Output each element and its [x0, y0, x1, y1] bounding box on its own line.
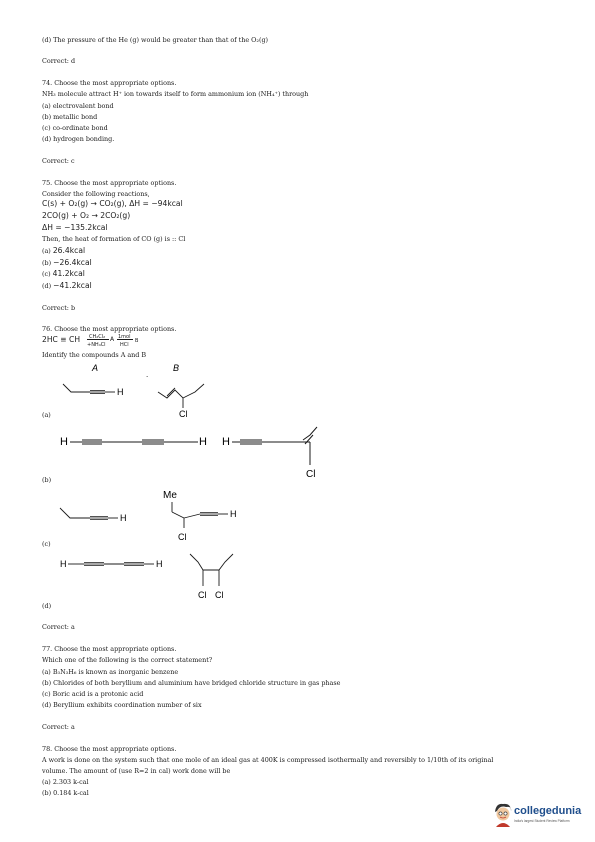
svg-text:Cl: Cl — [306, 469, 315, 480]
q74-option-c: (c) co-ordinate bond — [42, 124, 108, 132]
svg-text:H: H — [199, 436, 207, 448]
label-A: A — [91, 363, 98, 373]
label-B: B — [173, 363, 179, 373]
q74-option-d: (d) hydrogen bonding. — [42, 135, 115, 143]
q73-option-d: (d) The pressure of the He (g) would be … — [42, 36, 269, 44]
q78-line-2: volume. The amount of (use R=2 in cal) w… — [42, 767, 231, 775]
svg-text:H: H — [230, 509, 237, 519]
option-c-label: (c) — [42, 540, 51, 548]
q78-header: 78. Choose the most appropriate options. — [42, 745, 177, 753]
option-a-label: (a) — [42, 411, 51, 419]
q78-option-b: (b) 0.184 k-cal — [42, 789, 89, 797]
q75-equation-1: C(s) + O₂(g) → CO₂(g), ΔH = −94kcal — [42, 199, 183, 208]
svg-text:H: H — [60, 436, 68, 448]
q77-option-d: (d) Beryllium exhibits coordination numb… — [42, 701, 202, 709]
q76-reaction: 2HC ≡ CH CH₂Cl₂ +NH₄Cl A 1mol HCl B — [42, 334, 242, 350]
option-d-label: (d) — [42, 602, 52, 610]
structure-b: H H H Cl — [60, 426, 318, 480]
q77-option-c: (c) Boric acid is a protonic acid — [42, 690, 144, 698]
structure-a2: B Cl — [157, 363, 205, 419]
q75-option-c-value: 41.2kcal — [52, 269, 85, 278]
q75-question: Then, the heat of formation of CO (g) is… — [42, 235, 186, 243]
q75-option-a: (a) 26.4kcal — [42, 246, 86, 256]
q76-reagent2-top: 1mol — [118, 334, 131, 340]
q74-option-a: (a) electrovalent bond — [42, 102, 114, 110]
q75-intro: Consider the following reactions, — [42, 190, 150, 198]
mascot-icon — [495, 803, 512, 827]
q75-option-b-label: (b) — [42, 259, 52, 267]
separator-dot: . — [146, 370, 148, 379]
q78-option-a: (a) 2.303 k-cal — [42, 778, 89, 786]
q76-reagent-bottom: +NH₄Cl — [87, 342, 106, 348]
q74-correct: Correct: c — [42, 157, 75, 165]
q75-correct: Correct: b — [42, 304, 76, 312]
q75-option-c: (c) 41.2kcal — [42, 269, 85, 279]
reaction-arrow-1 — [87, 339, 109, 340]
svg-text:H: H — [222, 436, 230, 448]
structure-d: H H Cl Cl — [60, 553, 234, 600]
q74-question: NH₃ molecule attract H⁺ ion towards itse… — [42, 90, 309, 98]
q75-option-d-value: −41.2kcal — [53, 281, 92, 290]
q76-reagent2-bottom: HCl — [120, 342, 129, 348]
chloro-diene — [157, 383, 205, 399]
q77-question: Which one of the following is the correc… — [42, 656, 213, 664]
structure-c: H Me Cl H — [59, 490, 237, 542]
svg-text:Cl: Cl — [215, 590, 224, 600]
q76-reagent-top: CH₂Cl₂ — [89, 334, 106, 340]
reaction-arrow-2 — [117, 339, 133, 340]
q75-option-b: (b) −26.4kcal — [42, 258, 92, 268]
q77-option-a: (a) B₃N₃H₆ is known as inorganic benzene — [42, 668, 179, 676]
q75-header: 75. Choose the most appropriate options. — [42, 179, 177, 187]
q75-option-a-value: 26.4kcal — [52, 246, 86, 255]
q77-header: 77. Choose the most appropriate options. — [42, 645, 177, 653]
svg-text:H: H — [120, 513, 127, 523]
label-Me: Me — [163, 490, 177, 501]
q77-correct: Correct: a — [42, 723, 75, 731]
svg-text:H: H — [156, 559, 163, 569]
svg-text:Cl: Cl — [198, 590, 207, 600]
q76-reactant: 2HC ≡ CH — [42, 335, 81, 344]
atom-H: H — [117, 387, 124, 397]
q76-header: 76. Choose the most appropriate options. — [42, 325, 177, 333]
q78-line-1: A work is done on the system such that o… — [42, 756, 494, 764]
q76-question: Identify the compounds A and B — [42, 351, 147, 359]
q75-option-d: (d) −41.2kcal — [42, 281, 92, 291]
q75-option-a-label: (a) — [42, 247, 51, 255]
collegedunia-logo: collegedunia India's largest Student Rev… — [492, 802, 592, 832]
q73-correct: Correct: d — [42, 57, 76, 65]
q76-correct: Correct: a — [42, 623, 75, 631]
option-b-label: (b) — [42, 476, 52, 484]
svg-text:.: . — [146, 370, 148, 379]
svg-text:H: H — [60, 559, 67, 569]
structure-a1: A H — [62, 363, 124, 397]
vinyl-bond — [62, 383, 90, 393]
q75-equation-3: ΔH = −135.2kcal — [42, 223, 108, 232]
logo-tagline: India's largest Student Review Platform — [514, 819, 570, 823]
q76-product-a: A — [110, 336, 115, 343]
logo-name: collegedunia — [514, 805, 582, 817]
q75-equation-2: 2CO(g) + O₂ → 2CO₂(g) — [42, 211, 131, 220]
q77-option-b: (b) Chlorides of both beryllium and alum… — [42, 679, 341, 687]
q75-option-c-label: (c) — [42, 270, 51, 278]
q76-product-b: B — [135, 338, 139, 344]
atom-Cl: Cl — [179, 409, 188, 419]
q74-header: 74. Choose the most appropriate options. — [42, 79, 177, 87]
svg-text:Cl: Cl — [178, 532, 187, 542]
q75-option-d-label: (d) — [42, 282, 52, 290]
q75-option-b-value: −26.4kcal — [53, 258, 92, 267]
q74-option-b: (b) metallic bond — [42, 113, 98, 121]
